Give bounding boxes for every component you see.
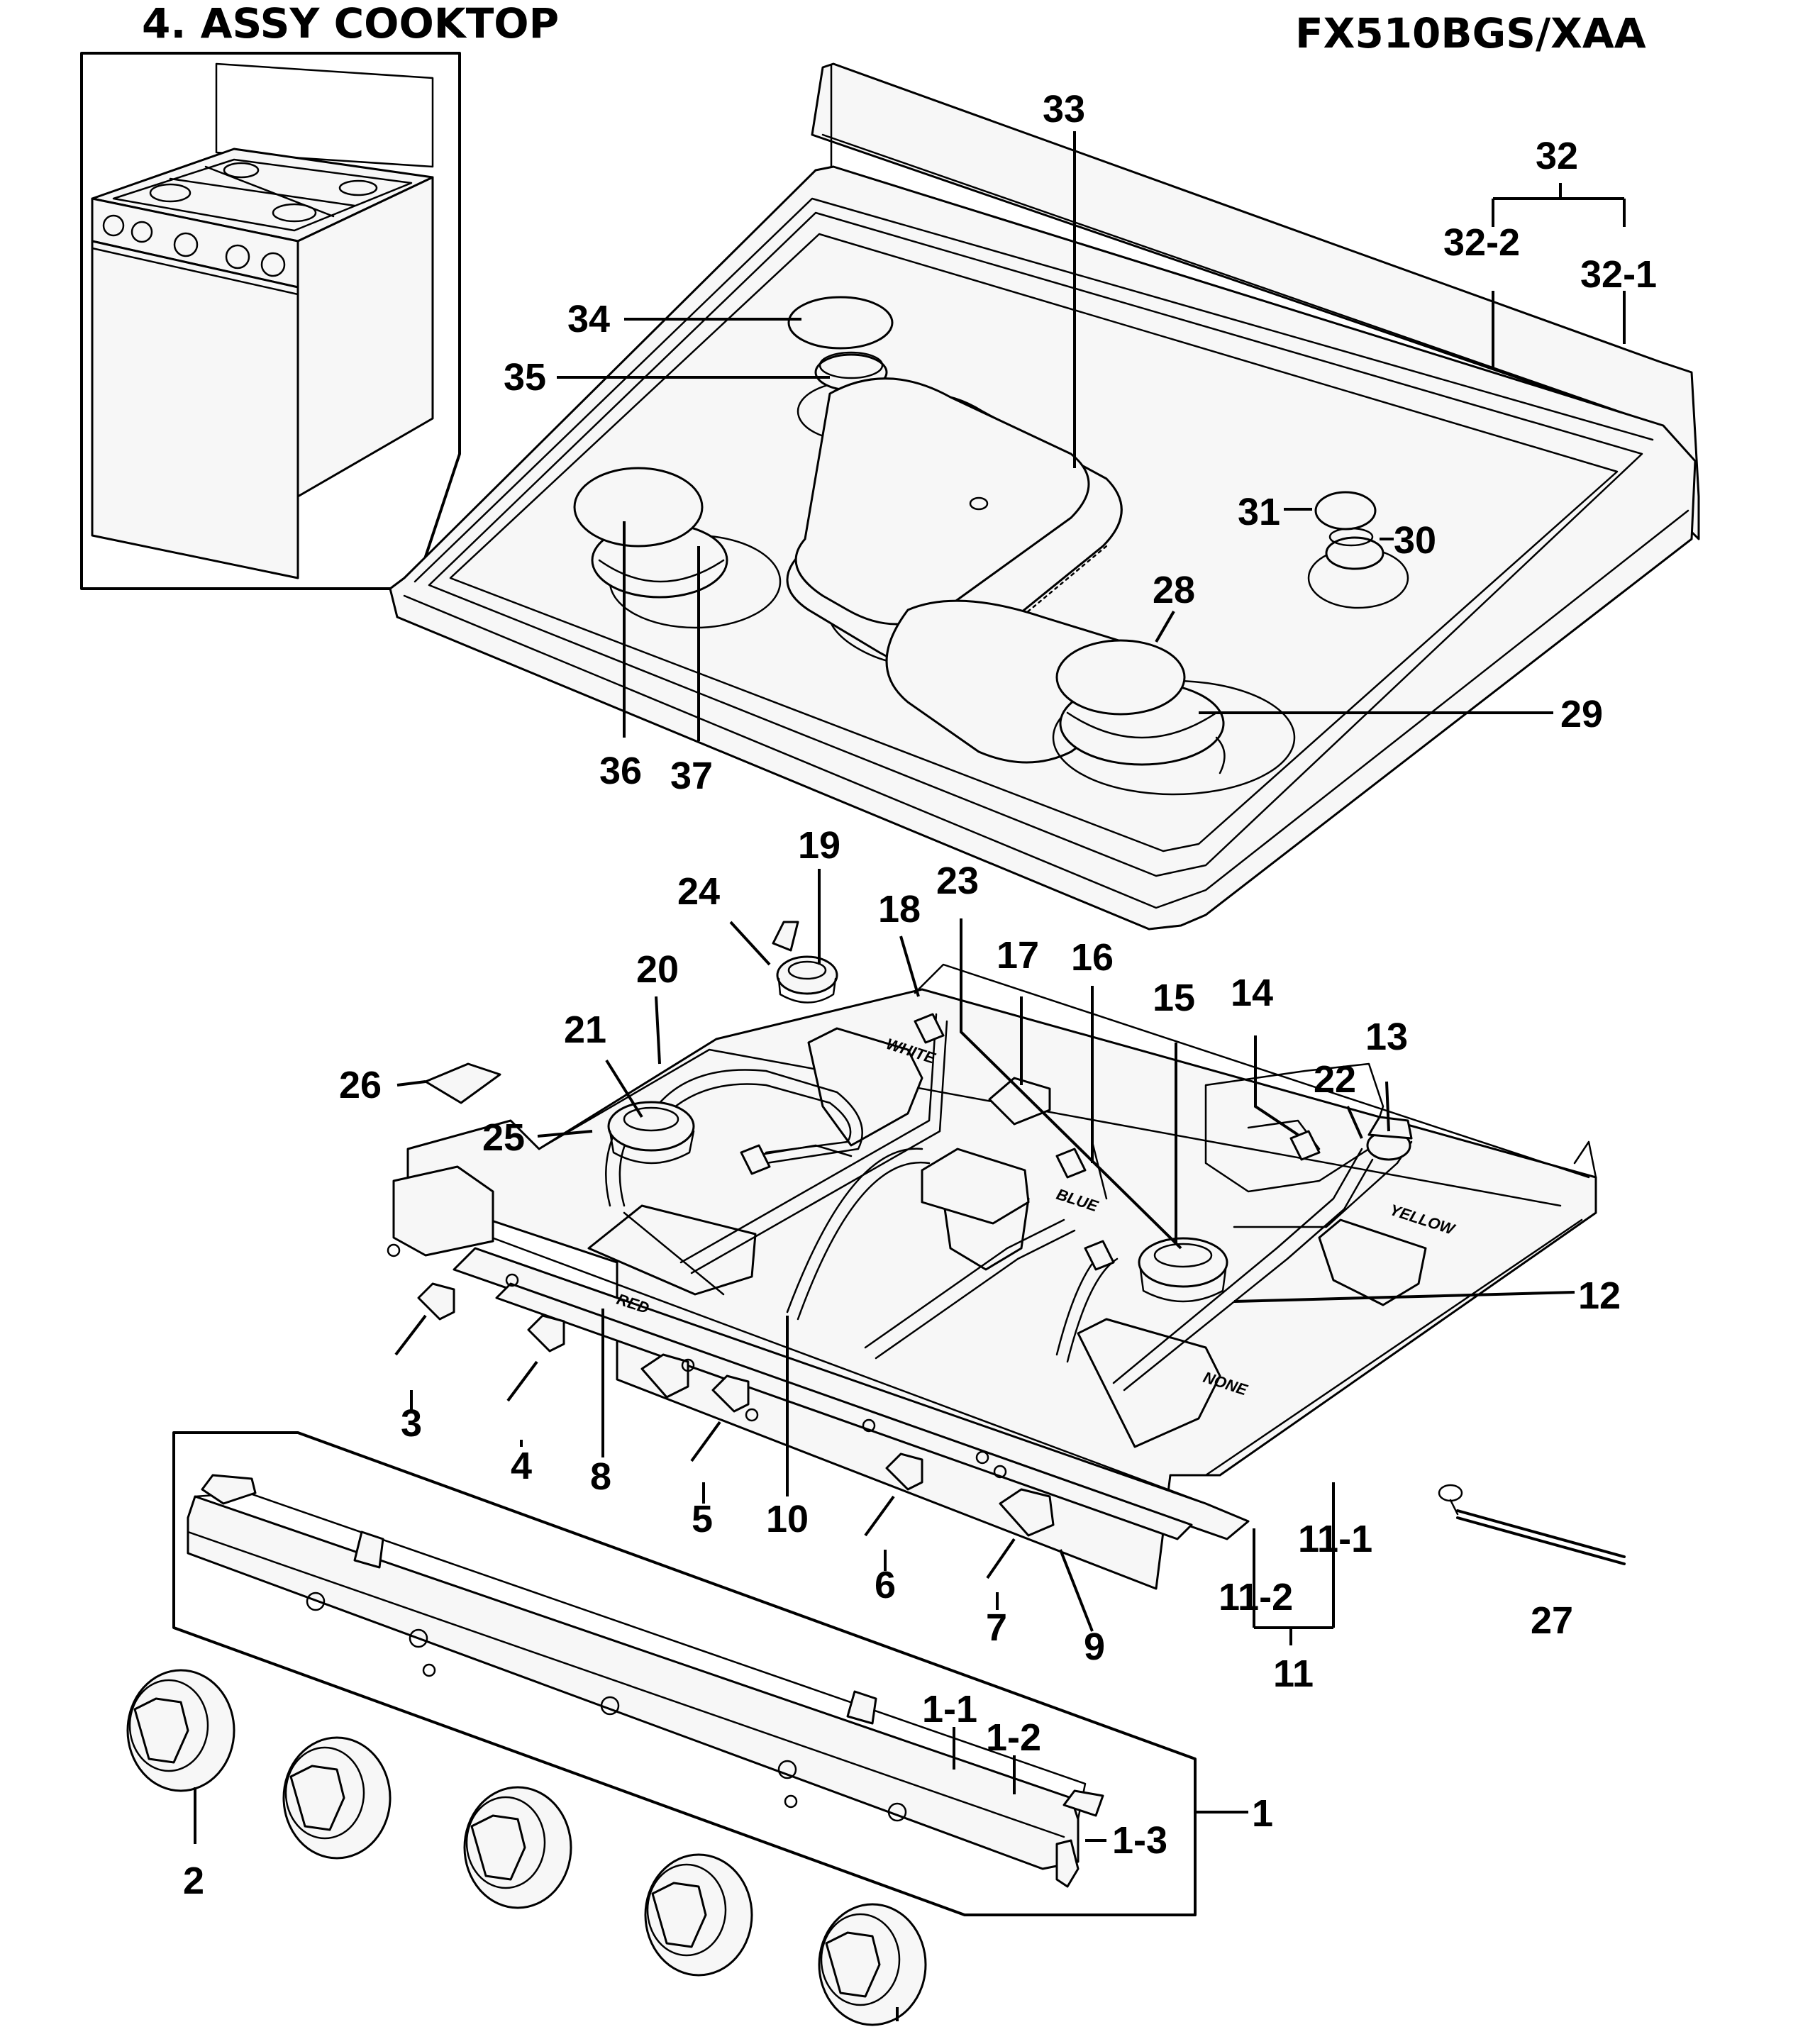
callout-33: 33 xyxy=(1043,88,1085,130)
burner-box-manifold xyxy=(387,921,1597,1590)
callout-10: 10 xyxy=(766,1498,809,1540)
knob-2[interactable] xyxy=(282,1736,392,1860)
callout-24: 24 xyxy=(677,870,720,913)
callout-16: 16 xyxy=(1071,936,1114,979)
callout-29: 29 xyxy=(1560,693,1603,735)
knob-1[interactable] xyxy=(126,1669,235,1792)
leader-lines xyxy=(194,131,1626,2021)
callout-14: 14 xyxy=(1231,972,1273,1014)
callout-1: 1 xyxy=(1252,1792,1273,1835)
burner-front-left xyxy=(573,467,782,629)
model-number: FX510BGS/XAA xyxy=(1295,9,1646,57)
burner-cap-28 xyxy=(1055,639,1186,716)
callout-21: 21 xyxy=(564,1009,606,1051)
callout-13: 13 xyxy=(1365,1016,1408,1058)
callout-23: 23 xyxy=(936,860,979,902)
callout-8: 8 xyxy=(590,1455,611,1498)
callout-7: 7 xyxy=(986,1606,1007,1649)
callout-25: 25 xyxy=(482,1116,525,1159)
burner-cap-31 xyxy=(1314,491,1377,531)
callout-20: 20 xyxy=(636,948,679,991)
callout-18: 18 xyxy=(878,888,921,931)
burner-base-21 xyxy=(607,1101,695,1152)
callout-1-1: 1-1 xyxy=(922,1688,977,1731)
burner-cap-34 xyxy=(787,296,894,350)
knob-3[interactable] xyxy=(463,1786,572,1909)
callout-4: 4 xyxy=(511,1445,532,1487)
control-knobs xyxy=(126,1669,927,2026)
burner-front-right xyxy=(1052,639,1296,796)
knob-4[interactable] xyxy=(644,1853,753,1977)
callout-37: 37 xyxy=(670,755,713,797)
burner-rear-right xyxy=(1307,491,1409,609)
callout-26: 26 xyxy=(339,1064,382,1106)
burner-cap-36 xyxy=(573,467,704,548)
callout-11-1: 11-1 xyxy=(1298,1518,1372,1560)
callout-labels: 33 32 32-2 32-1 34 35 31 30 28 29 36 37 … xyxy=(183,88,1657,1902)
callout-27: 27 xyxy=(1531,1599,1573,1642)
callout-9: 9 xyxy=(1084,1626,1105,1668)
callout-12: 12 xyxy=(1578,1274,1621,1317)
callout-5: 5 xyxy=(692,1498,713,1540)
callout-32-1: 32-1 xyxy=(1580,253,1657,296)
ignitor-rod-27 xyxy=(1438,1484,1626,1565)
section-title: 4. ASSY COOKTOP xyxy=(142,0,560,48)
callout-3: 3 xyxy=(401,1402,422,1445)
callout-2: 2 xyxy=(183,1860,204,1902)
oval-burner-33 xyxy=(786,377,1162,764)
callout-32-2: 32-2 xyxy=(1443,221,1520,264)
callout-15: 15 xyxy=(1153,977,1195,1019)
callout-19: 19 xyxy=(798,824,840,867)
burner-base-15 xyxy=(1138,1237,1228,1288)
callout-6: 6 xyxy=(875,1564,896,1606)
range-overview-inset xyxy=(80,52,461,590)
callout-36: 36 xyxy=(599,750,642,792)
callout-1-3: 1-3 xyxy=(1112,1819,1167,1862)
knob-5[interactable] xyxy=(818,1903,927,2026)
callout-31: 31 xyxy=(1238,491,1280,533)
callout-11: 11 xyxy=(1273,1653,1314,1695)
callout-35: 35 xyxy=(504,356,546,399)
callout-34: 34 xyxy=(567,298,610,340)
callout-17: 17 xyxy=(997,934,1039,977)
callout-22: 22 xyxy=(1314,1058,1356,1101)
callout-32: 32 xyxy=(1536,135,1578,177)
callout-30: 30 xyxy=(1394,519,1436,562)
callout-1-2: 1-2 xyxy=(986,1716,1041,1759)
callout-28: 28 xyxy=(1153,569,1195,611)
control-panel-assembly xyxy=(172,1431,1197,1916)
callout-11-2: 11-2 xyxy=(1219,1576,1293,1618)
